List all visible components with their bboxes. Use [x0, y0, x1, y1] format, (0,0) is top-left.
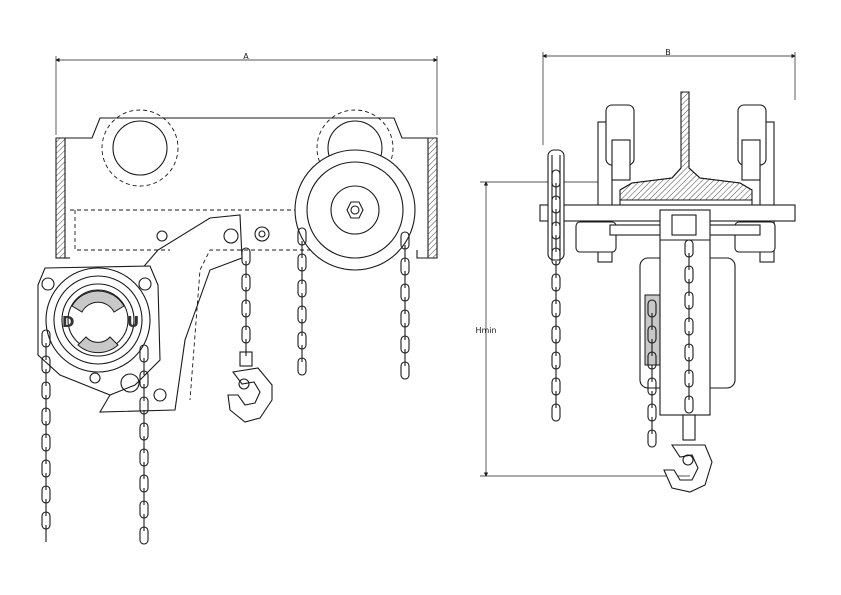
side-chains	[551, 169, 694, 448]
front-view: A	[37, 52, 438, 545]
side-hand-chain	[551, 169, 561, 422]
hand-chain-wheel-housing: D U	[37, 265, 167, 402]
load-chain-front	[241, 247, 251, 356]
dimension-a: A	[55, 52, 438, 135]
dimension-b: B	[542, 48, 796, 145]
chain-link	[551, 403, 561, 422]
chain-link	[139, 526, 149, 545]
chain-link	[400, 361, 410, 380]
hand-chain-left-strand	[41, 329, 51, 542]
travel-chain-wheel	[294, 149, 416, 271]
side-view: B Hmin	[475, 48, 796, 493]
travel-chain-right-strand	[400, 231, 410, 380]
down-mark: D	[62, 313, 74, 331]
dimension-b-label: B	[665, 48, 671, 57]
dimension-hmin: Hmin	[475, 181, 690, 477]
dimension-a-label: A	[243, 52, 249, 61]
hand-chain-right-strand	[139, 344, 149, 545]
chain-link	[647, 429, 657, 448]
front-load-hook	[227, 351, 273, 423]
i-beam-section	[619, 91, 753, 209]
side-slack-chain	[647, 299, 657, 448]
front-chains	[41, 227, 410, 545]
chain-link	[684, 395, 694, 414]
chain-link	[297, 357, 307, 376]
side-load-hook	[663, 414, 713, 493]
travel-chain-left-strand	[297, 227, 307, 376]
side-load-chain	[684, 239, 694, 414]
up-mark: U	[127, 313, 139, 331]
dimension-hmin-label: Hmin	[475, 326, 496, 335]
trolley-frame	[55, 117, 438, 259]
